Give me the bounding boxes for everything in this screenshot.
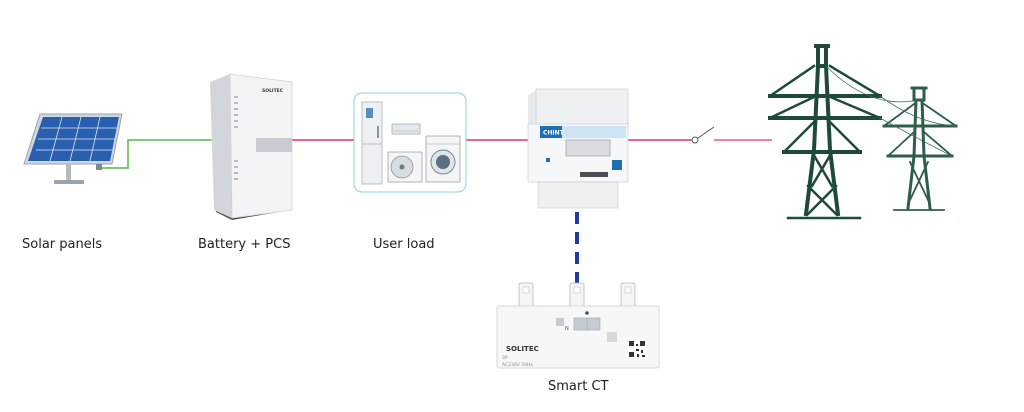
battery-cabinet-icon: SOLITEC (210, 73, 293, 220)
solar-panels-label: Solar panels (22, 237, 103, 252)
smart-ct-label: Smart CT (548, 379, 609, 394)
ct-model: 3P (502, 355, 508, 361)
user-load-label: User load (373, 237, 435, 252)
grid-switch-icon (691, 126, 772, 144)
smart-ct-icon: N SOLITEC 3P AC230V 50Hz (496, 282, 660, 369)
household-appliances-icon (353, 92, 467, 193)
ct-terminal-label: N (565, 326, 569, 332)
ct-brand: SOLITEC (506, 345, 539, 353)
qr-code-icon (628, 340, 646, 358)
energy-meter-icon: CHINT (527, 88, 629, 209)
dc-line-solar-battery (100, 139, 212, 169)
battery-brand: SOLITEC (262, 88, 284, 94)
ct-rating: AC230V 50Hz (502, 362, 533, 368)
meter-brand: CHINT (543, 130, 565, 137)
battery-pcs-label: Battery + PCS (198, 237, 291, 252)
transmission-tower-icon (768, 44, 958, 220)
connection-lines (100, 139, 692, 290)
solar-panel-icon (23, 113, 123, 184)
